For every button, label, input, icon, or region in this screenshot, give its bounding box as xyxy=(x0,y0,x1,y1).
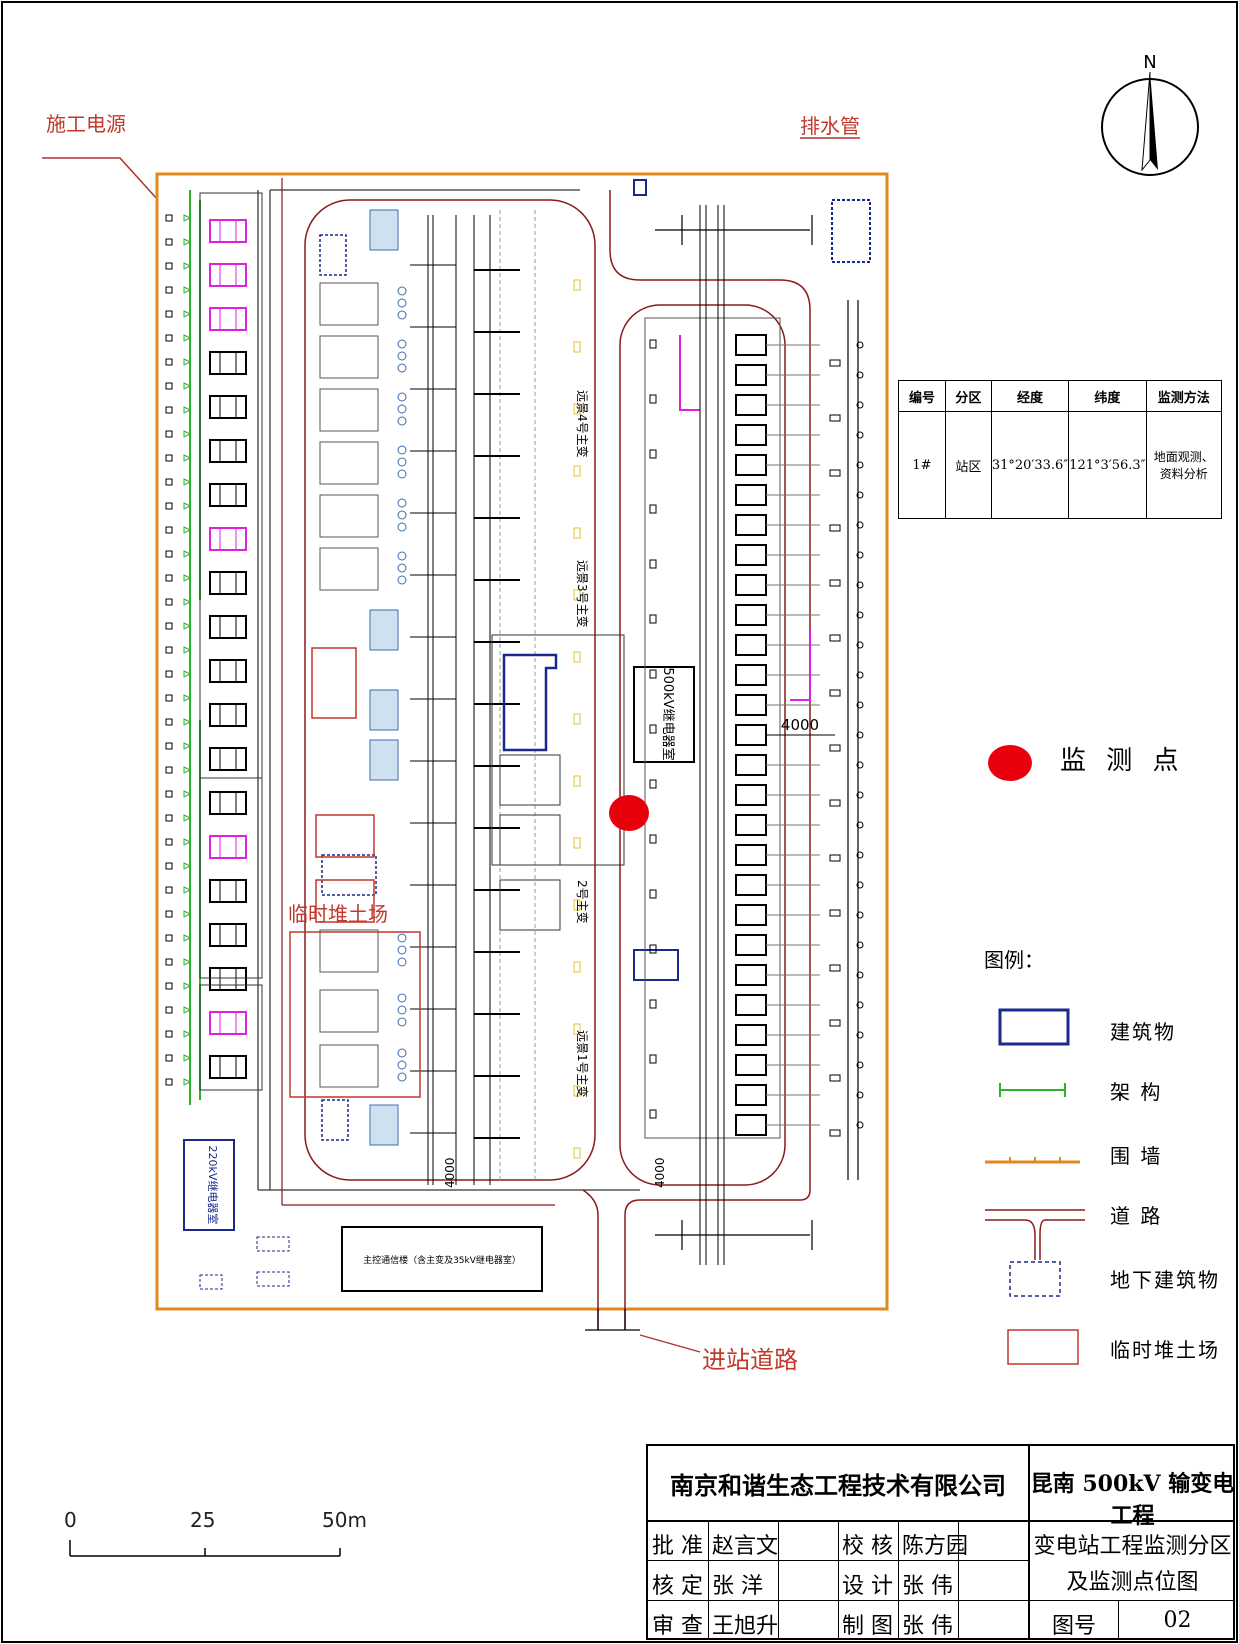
table-header: 纬度 xyxy=(1068,380,1147,412)
svg-text:4000: 4000 xyxy=(653,1157,667,1188)
legend-underground-icon xyxy=(1009,1261,1061,1297)
north-arrow-icon xyxy=(1101,71,1199,176)
scale-tick: 0 xyxy=(64,1508,77,1532)
legend-frame-icon xyxy=(999,1083,1066,1097)
building-main-control xyxy=(341,1226,543,1292)
road-loop-right xyxy=(619,304,786,1186)
table-row: 1# 站区 31°20′33.6″ 121°3′56.3″ 地面观测、资料分析 xyxy=(898,411,1223,519)
svg-text:主控通信楼（含主变及35kV继电器室）: 主控通信楼（含主变及35kV继电器室） xyxy=(363,1254,521,1266)
role: 批 准 xyxy=(652,1534,703,1559)
monitoring-point-1 xyxy=(609,795,649,831)
role: 制 图 xyxy=(842,1614,893,1639)
legend-road-icon xyxy=(985,1209,1085,1260)
svg-text:远景3号主变: 远景3号主变 xyxy=(575,560,590,628)
table-header: 监测方法 xyxy=(1145,380,1223,412)
road-loop-left xyxy=(304,199,596,1181)
name: 赵言文 xyxy=(712,1534,779,1559)
drawing-title-1: 变电站工程监测分区 xyxy=(1033,1534,1232,1559)
role: 审 查 xyxy=(652,1614,703,1639)
name: 陈方园 xyxy=(902,1534,969,1559)
name: 张 洋 xyxy=(712,1574,763,1599)
legend-fence-icon xyxy=(985,1157,1080,1164)
drawing-no: 02 xyxy=(1163,1608,1192,1633)
legend-label: 道 路 xyxy=(1110,1204,1163,1228)
svg-text:N: N xyxy=(1143,52,1156,73)
temp-soil-area xyxy=(289,931,421,1098)
drain-pipe-label: 排水管 xyxy=(800,114,860,138)
role: 设 计 xyxy=(842,1574,893,1599)
monitoring-point-label: 监 测 点 xyxy=(1060,746,1185,776)
legend-label: 围 墙 xyxy=(1110,1144,1163,1168)
legend-building-icon xyxy=(998,1008,1070,1046)
drawing-title-2: 及监测点位图 xyxy=(1066,1570,1199,1595)
legend-label: 临时堆土场 xyxy=(1110,1338,1220,1362)
svg-text:远景1号主变: 远景1号主变 xyxy=(575,1030,590,1098)
table-header: 编号 xyxy=(898,380,946,412)
monitoring-table: 编号 分区 经度 纬度 监测方法 1# 站区 31°20′33.6″ 121°3… xyxy=(898,380,1223,519)
legend-temp-soil-icon xyxy=(1007,1329,1079,1365)
project-name: 昆南 500kV 输变电工程 xyxy=(1030,1471,1235,1529)
svg-text:4000: 4000 xyxy=(443,1157,457,1188)
legend-label: 建筑物 xyxy=(1110,1020,1176,1044)
role: 校 核 xyxy=(842,1534,893,1559)
title-block: 南京和谐生态工程技术有限公司 昆南 500kV 输变电工程 变电站工程监测分区 … xyxy=(646,1444,1235,1640)
construction-power-label: 施工电源 xyxy=(46,112,126,136)
table-header: 经度 xyxy=(990,380,1070,412)
company-name: 南京和谐生态工程技术有限公司 xyxy=(670,1471,1006,1500)
role: 核 定 xyxy=(652,1574,703,1599)
svg-text:远景4号主变: 远景4号主变 xyxy=(575,390,590,458)
scale-bar xyxy=(69,1540,341,1557)
svg-text:4000: 4000 xyxy=(781,716,819,734)
scale-tick: 25 xyxy=(190,1508,216,1532)
name: 张 伟 xyxy=(902,1614,953,1639)
site-fence xyxy=(155,172,889,1311)
name: 王旭升 xyxy=(712,1614,779,1639)
legend-title: 图例： xyxy=(984,948,1044,972)
legend-label: 地下建筑物 xyxy=(1110,1268,1220,1292)
building-500kv xyxy=(633,666,695,763)
entry-road-label: 进站道路 xyxy=(702,1346,798,1374)
svg-text:2号主变: 2号主变 xyxy=(575,880,590,924)
drawing-no-label: 图号 xyxy=(1051,1614,1096,1639)
scale-tick: 50m xyxy=(322,1508,367,1532)
table-header: 分区 xyxy=(944,380,992,412)
legend-label: 架 构 xyxy=(1110,1080,1163,1104)
svg-text:220kV继电器室: 220kV继电器室 xyxy=(206,1146,220,1225)
building-220kv xyxy=(183,1139,235,1231)
temp-soil-label: 临时堆土场 xyxy=(288,902,388,926)
name: 张 伟 xyxy=(902,1574,953,1599)
svg-text:500kV继电器室: 500kV继电器室 xyxy=(660,667,676,760)
